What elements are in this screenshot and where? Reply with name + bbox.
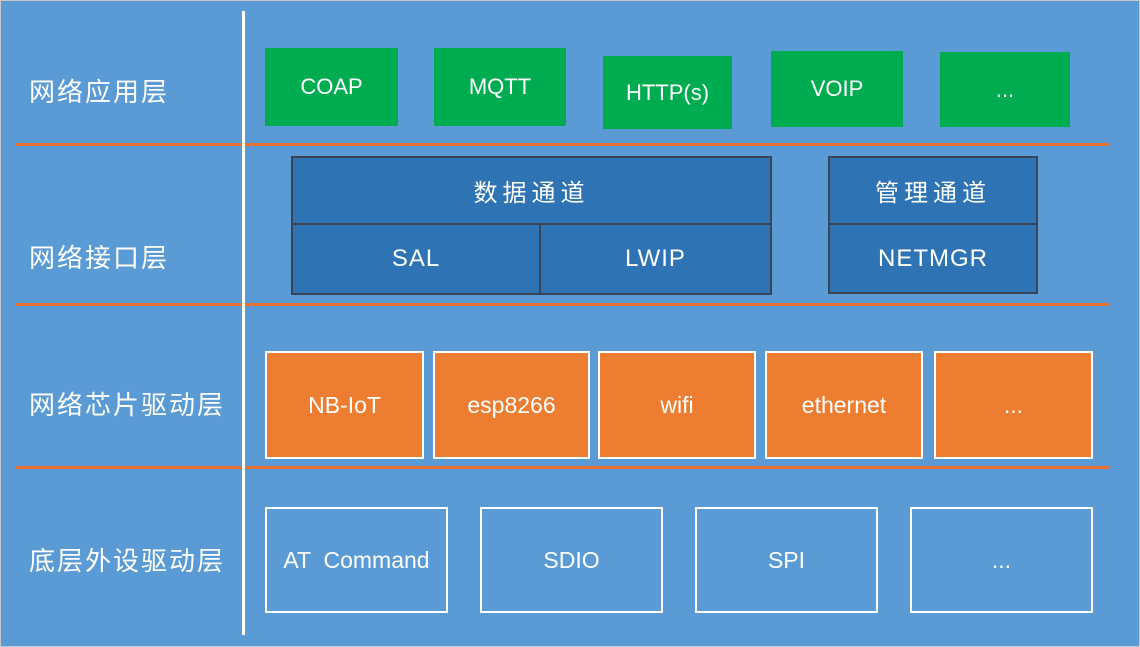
mgmt-channel-title: 管理通道: [830, 158, 1036, 225]
app-box-https: HTTP(s): [603, 56, 732, 129]
app-box-more: ...: [940, 52, 1070, 127]
layer-label-network-app: 网络应用层: [29, 77, 170, 107]
lwip-box: LWIP: [539, 225, 770, 293]
vertical-divider-line: [242, 11, 245, 635]
data-channel-row: SAL LWIP: [293, 225, 770, 293]
chip-box-esp8266: esp8266: [433, 351, 590, 459]
periph-box-more: ...: [910, 507, 1093, 613]
periph-box-at-command: AT Command: [265, 507, 448, 613]
data-channel-title: 数据通道: [293, 158, 770, 225]
chip-box-wifi: wifi: [598, 351, 756, 459]
app-box-coap: COAP: [265, 48, 398, 126]
mgmt-channel-group: 管理通道 NETMGR: [828, 156, 1038, 294]
layer-label-network-interface: 网络接口层: [29, 243, 170, 273]
app-box-voip: VOIP: [771, 51, 903, 127]
layer-divider-line-3: [15, 466, 1109, 469]
layer-label-network-chip-driver: 网络芯片驱动层: [29, 390, 226, 420]
periph-box-sdio: SDIO: [480, 507, 663, 613]
netmgr-box: NETMGR: [878, 244, 988, 272]
chip-box-more: ...: [934, 351, 1093, 459]
periph-box-spi: SPI: [695, 507, 878, 613]
layer-divider-line-1: [15, 143, 1109, 146]
sal-box: SAL: [391, 245, 441, 272]
mgmt-channel-row: NETMGR: [830, 225, 1036, 292]
layer-label-peripheral-driver: 底层外设驱动层: [29, 546, 226, 576]
layer-divider-line-2: [15, 303, 1109, 306]
chip-box-nbiot: NB-IoT: [265, 351, 424, 459]
data-channel-group: 数据通道 SAL LWIP: [291, 156, 772, 295]
chip-box-ethernet: ethernet: [765, 351, 923, 459]
app-box-mqtt: MQTT: [434, 48, 566, 126]
